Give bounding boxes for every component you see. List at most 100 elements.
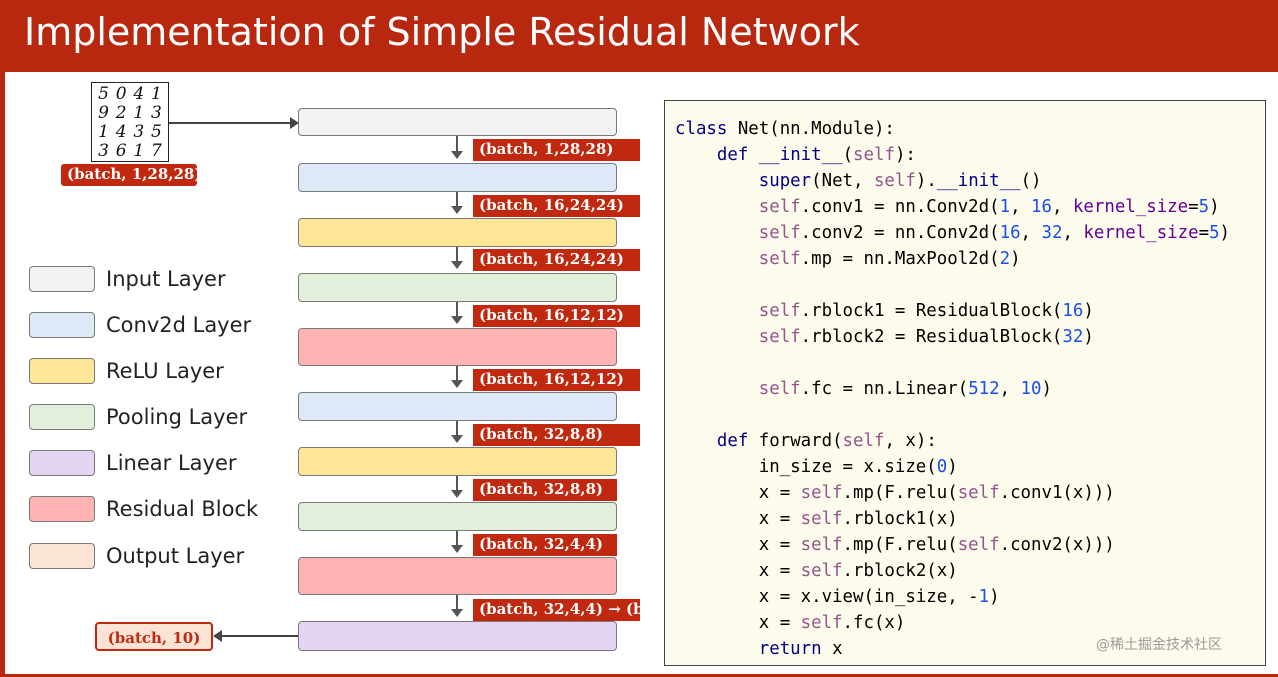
legend-item-pooling: Pooling Layer [29,404,289,430]
legend-swatch [29,404,95,430]
code-line: self.mp = nn.MaxPool2d(2) [758,249,1021,269]
code-block: class Net(nn.Module): def __init__(self)… [675,116,1230,662]
code-line: x = self.rblock2(x) [675,561,958,581]
input-arrow-head [290,117,299,129]
handwritten-digit: 2 [115,103,127,123]
code-line: class Net(nn.Module): [675,119,895,139]
flow-arrow [451,302,463,324]
linear-layer-box [298,621,617,651]
handwritten-digit: 5 [151,122,162,142]
code-line: self.fc = nn.Linear(512, 10) [758,379,1052,399]
input-layer-box [298,108,617,136]
tensor-shape-label: (batch, 32,8,8) [473,479,617,501]
legend-swatch [29,450,95,476]
handwritten-digit: 1 [133,141,145,161]
legend-label: Linear Layer [106,451,237,475]
flow-arrow [451,366,463,388]
code-line: super(Net, self).__init__() [758,171,1042,191]
legend-label: Pooling Layer [106,405,248,429]
tensor-shape-label: (batch, 16,12,12) [473,305,640,327]
handwritten-digit: 3 [133,122,145,142]
code-line: self.rblock1 = ResidualBlock(16) [758,301,1094,321]
handwritten-digit: 7 [151,141,162,161]
output-arrow-head [213,630,222,642]
legend-swatch [29,496,95,522]
code-line: self.rblock2 = ResidualBlock(32) [758,327,1094,347]
legend-label: Output Layer [106,544,245,568]
code-panel: class Net(nn.Module): def __init__(self)… [664,100,1266,666]
code-line: x = self.mp(F.relu(self.conv1(x))) [675,483,1115,503]
output-arrow [222,635,298,637]
input-shape-label: (batch, 1,28,28) [61,164,197,186]
legend-label: ReLU Layer [106,359,224,383]
flow-arrow [451,421,463,443]
code-line: in_size = x.size(0) [675,457,958,477]
legend-swatch [29,358,95,384]
residual-layer-box [298,328,617,366]
handwritten-digit: 1 [133,103,145,123]
legend-swatch [29,312,95,338]
legend-item-output: Output Layer [29,543,289,569]
legend-label: Input Layer [106,267,226,291]
code-line: x = x.view(in_size, -1) [675,587,1000,607]
handwritten-digit: 4 [115,122,127,142]
input-arrow [169,122,291,124]
flow-arrow [451,476,463,498]
watermark: @稀土掘金技术社区 [1096,637,1222,653]
pooling-layer-box [298,273,617,302]
legend-item-residual: Residual Block [29,496,289,522]
tensor-shape-label: (batch, 16,12,12) [473,369,640,391]
handwritten-digit: 3 [151,103,162,123]
pooling-layer-box [298,502,617,531]
flow-arrow [451,247,463,269]
flow-arrow [451,531,463,553]
bottom-accent-rule [0,674,1278,677]
code-line [675,350,1230,376]
code-line: def __init__(self): [716,145,916,165]
flow-arrow [451,192,463,214]
tensor-shape-label: (batch, 32,8,8) [473,424,640,446]
legend-label: Residual Block [106,497,259,521]
tensor-shape-label: (batch, 32,4,4) → (batch, 512) [473,599,640,621]
flow-arrow [451,136,463,159]
code-line: self.conv2 = nn.Conv2d(16, 32, kernel_si… [758,223,1231,243]
handwritten-digit: 1 [98,122,109,142]
handwritten-digit: 1 [151,84,162,104]
handwritten-digit: 3 [98,141,109,161]
title-bar [0,0,1278,72]
code-line [675,272,1230,298]
code-line: self.conv1 = nn.Conv2d(1, 16, kernel_siz… [758,197,1220,217]
tensor-shape-label: (batch, 32,4,4) [473,534,617,556]
page-title: Implementation of Simple Residual Networ… [24,10,860,54]
handwritten-digit: 9 [98,103,109,123]
tensor-shape-label: (batch, 16,24,24) [473,195,640,217]
residual-layer-box [298,557,617,595]
flow-arrow [451,595,463,617]
legend-item-relu: ReLU Layer [29,358,289,384]
handwritten-digit: 4 [133,84,145,104]
code-line [675,402,1230,428]
tensor-shape-label: (batch, 16,24,24) [473,249,640,271]
legend-swatch [29,266,95,292]
legend-swatch [29,543,95,569]
handwritten-digit: 0 [115,84,127,104]
legend-label: Conv2d Layer [106,313,252,337]
conv2d-layer-box [298,163,617,192]
legend-item-input: Input Layer [29,266,289,292]
conv2d-layer-box [298,392,617,421]
output-shape-label: (batch, 10) [95,622,213,651]
left-accent-rule [0,72,5,677]
tensor-shape-label: (batch, 1,28,28) [473,139,640,161]
handwritten-digit: 6 [115,141,127,161]
relu-layer-box [298,447,617,476]
code-line: def forward(self, x): [716,431,937,451]
legend-item-conv2d: Conv2d Layer [29,312,289,338]
code-line: x = self.rblock1(x) [675,509,958,529]
legend-item-linear: Linear Layer [29,450,289,476]
code-line: x = self.mp(F.relu(self.conv2(x))) [675,535,1115,555]
